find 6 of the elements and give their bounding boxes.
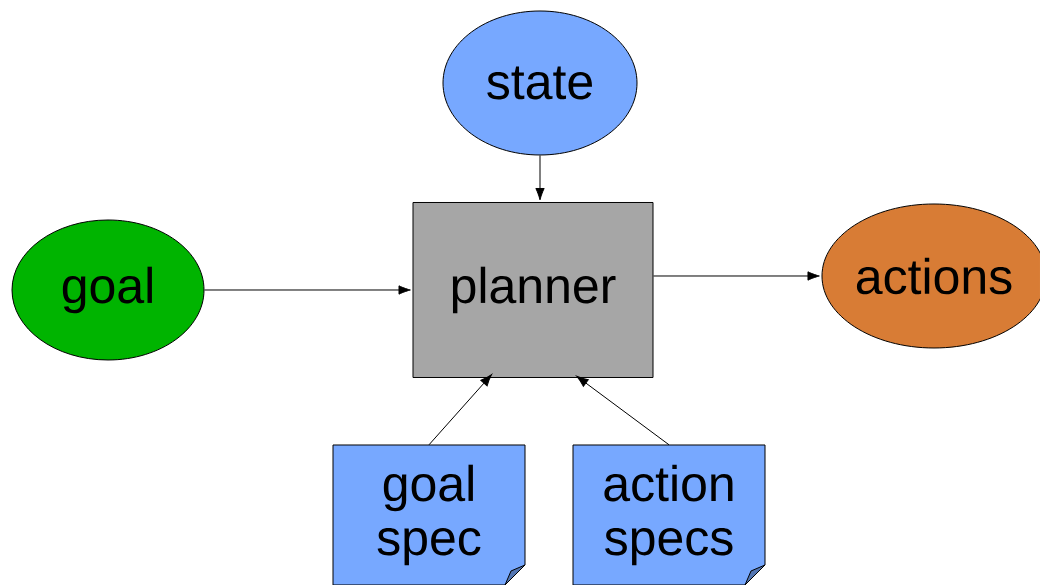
arrow [428, 374, 493, 446]
arrow [204, 285, 411, 295]
planner-box: planner [412, 202, 654, 378]
arrow [576, 375, 670, 446]
arrow [653, 271, 820, 281]
arrow [535, 155, 545, 201]
